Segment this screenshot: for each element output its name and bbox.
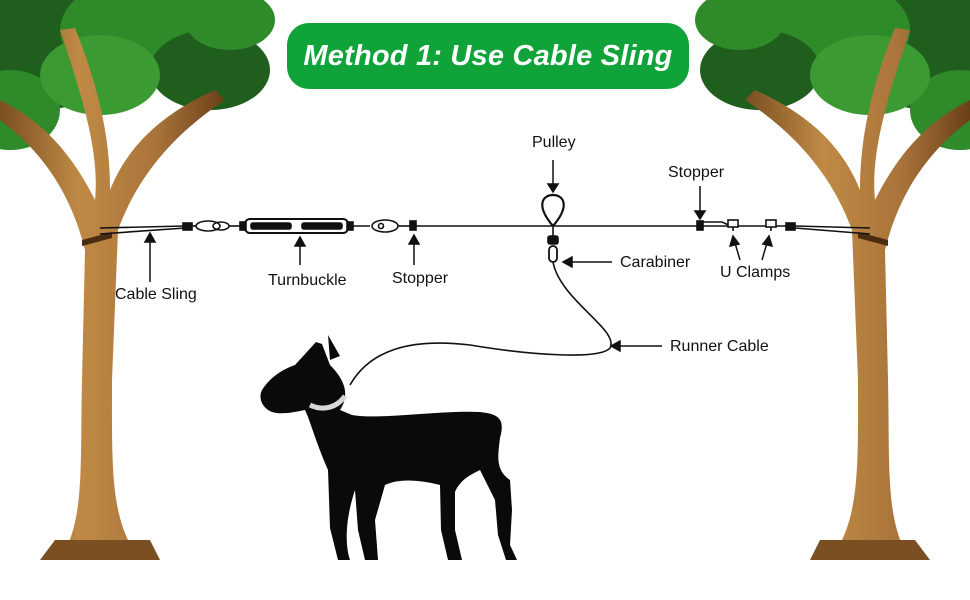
left-tree (0, 0, 275, 560)
right-stopper (696, 220, 704, 231)
runner-cable (349, 261, 612, 386)
title-banner: Method 1: Use Cable Sling (287, 23, 689, 89)
left-cable-sling (99, 225, 186, 235)
right-cable-sling (794, 225, 871, 235)
left-tree-trunk (0, 28, 225, 560)
label-stopper-right: Stopper (668, 164, 725, 181)
u-clamp-1 (727, 219, 739, 231)
cable-system (99, 193, 871, 386)
right-tree-foliage (695, 0, 970, 150)
label-u-clamps: U Clamps (720, 264, 791, 281)
pulley-shape (541, 193, 565, 245)
right-tree-trunk (745, 28, 970, 560)
label-arrows (143, 160, 774, 353)
left-tree-foliage (0, 0, 275, 150)
dog-silhouette (260, 335, 517, 560)
turnbuckle-shape (229, 218, 370, 234)
left-stopper (409, 220, 417, 231)
right-sling-ferrule (785, 222, 796, 231)
u-clamp-2 (765, 219, 777, 231)
label-carabiner: Carabiner (620, 254, 691, 271)
label-turnbuckle: Turnbuckle (268, 272, 347, 289)
label-stopper-left: Stopper (392, 270, 449, 287)
left-sling-ferrule (182, 222, 193, 231)
label-pulley: Pulley (532, 134, 576, 151)
carabiner-shape (548, 245, 558, 263)
label-cable-sling: Cable Sling (115, 286, 197, 303)
label-runner-cable: Runner Cable (670, 338, 769, 355)
dog-collar (308, 394, 348, 411)
snap-hook (371, 219, 411, 233)
page-title: Method 1: Use Cable Sling (303, 39, 673, 72)
right-tree (695, 0, 970, 560)
